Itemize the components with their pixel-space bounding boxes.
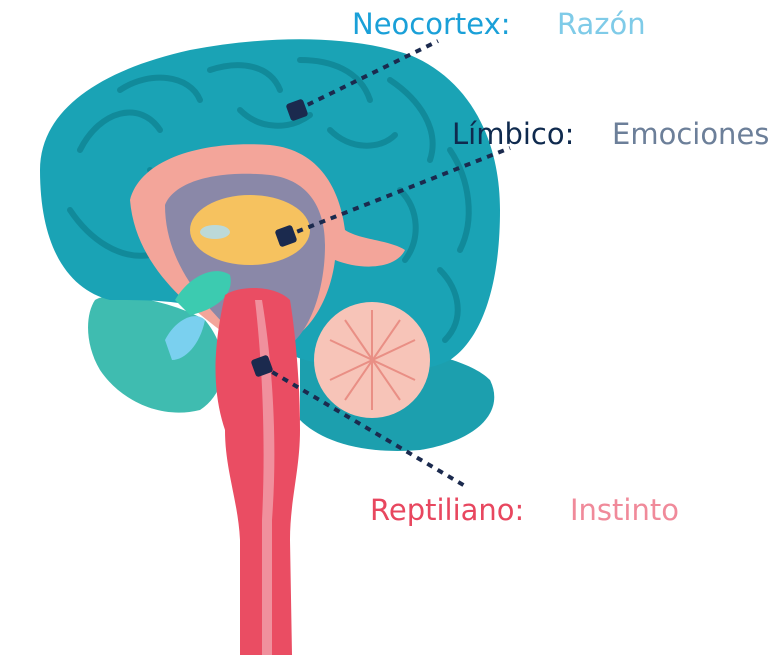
reptiliano-leader — [262, 366, 465, 486]
limbico-meaning: Emociones — [612, 120, 769, 149]
limbico-leader — [286, 148, 510, 236]
reptiliano-meaning: Instinto — [570, 496, 679, 525]
neocortex-meaning: Razón — [557, 10, 646, 39]
neocortex-marker — [285, 98, 308, 121]
neocortex-leader — [297, 41, 438, 110]
reptiliano-term: Reptiliano: — [370, 496, 524, 525]
limbico-term: Límbico: — [452, 120, 574, 149]
reptiliano-marker — [250, 354, 273, 377]
limbico-marker — [274, 224, 297, 247]
neocortex-term: Neocortex: — [352, 10, 511, 39]
